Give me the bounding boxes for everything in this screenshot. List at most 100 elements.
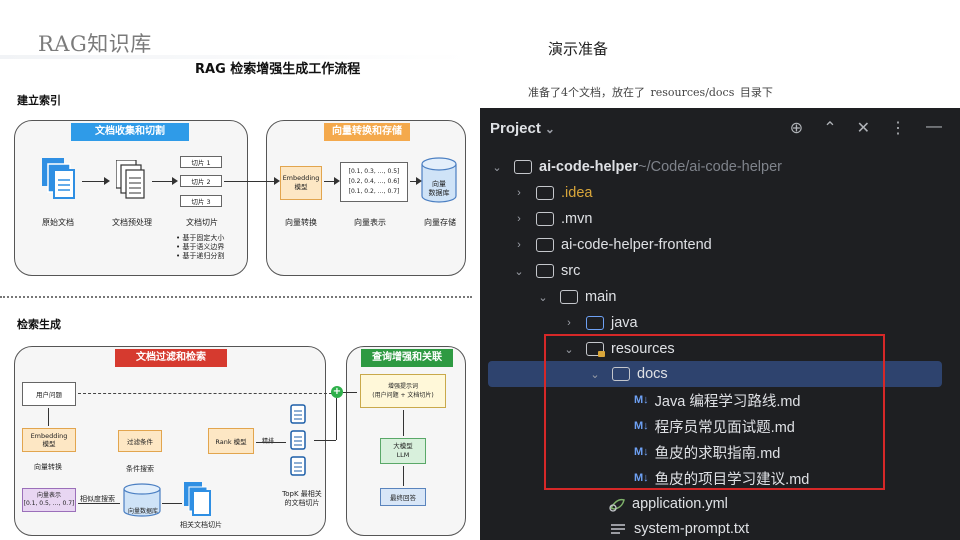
module-folder-icon: [514, 160, 532, 174]
embedding-model-box: Embedding 模型: [280, 166, 322, 200]
hide-icon[interactable]: —: [926, 118, 942, 135]
right-subtitle: 准备了4个文档，放在了 resources/docs 目录下: [528, 86, 773, 99]
filter-condition-box: 过滤条件: [118, 430, 162, 452]
arrow: [256, 442, 286, 443]
tree-label: application.yml: [632, 496, 728, 512]
panel-collect-split-title: 文档收集和切割: [71, 123, 189, 141]
preprocess-document-icon: [116, 160, 145, 199]
tree-row-mvn[interactable]: › .mvn: [480, 206, 960, 232]
project-header[interactable]: Project⌄: [490, 120, 555, 137]
tree-label: docs: [637, 366, 668, 382]
text-file-icon: [611, 524, 625, 534]
tree-label: system-prompt.txt: [634, 521, 750, 537]
vector-store-label: 向量存储: [424, 218, 456, 227]
raw-document-label: 原始文档: [42, 218, 74, 227]
retrieval-embedding-box: Embedding 模型: [22, 428, 76, 452]
similarity-search-label: 相似度搜索: [80, 495, 115, 503]
tree-row-docs[interactable]: ⌄ docs: [488, 361, 942, 387]
arrow: [336, 398, 337, 440]
tree-row-md-file[interactable]: M↓ 鱼皮的项目学习建议.md: [480, 465, 960, 491]
arrowhead: [274, 177, 280, 185]
tree-label: java: [611, 315, 638, 331]
locate-icon[interactable]: ⊕: [789, 120, 804, 137]
retrieval-vector-db-label: 向量数据库: [127, 508, 158, 515]
options-icon[interactable]: ⋮: [890, 120, 906, 137]
tree-row-root[interactable]: ⌄ ai-code-helper ~/Code/ai-code-helper: [480, 154, 960, 180]
arrow: [48, 408, 49, 426]
rank-model-box: Rank 模型: [208, 428, 254, 454]
arrow: [162, 503, 182, 504]
chevron-down-icon[interactable]: ⌄: [590, 368, 600, 381]
tree-label: 程序员常见面试题.md: [654, 419, 795, 436]
chevron-right-icon[interactable]: ›: [517, 187, 521, 199]
arrow: [82, 181, 106, 182]
tree-label: src: [561, 263, 581, 279]
tree-row-idea[interactable]: › .idea: [480, 180, 960, 206]
tree-row-frontend[interactable]: › ai-code-helper-frontend: [480, 232, 960, 258]
tree-label: ai-code-helper-frontend: [561, 237, 712, 253]
related-chunks-label: 相关文档切片: [180, 521, 222, 529]
vector-representation-box: [0.1, 0.3, …, 0.5] [0.2, 0.4, …, 0.6] [0…: [340, 162, 408, 202]
chevron-down-icon[interactable]: ⌄: [538, 291, 548, 304]
arrowhead: [334, 177, 340, 185]
tree-label: resources: [611, 341, 675, 357]
folder-icon: [536, 186, 554, 200]
tree-row-java[interactable]: › java: [480, 310, 960, 336]
embedding-label: 向量转换: [285, 218, 317, 227]
panel-query-augment-title: 查询增强和关联: [361, 349, 453, 367]
yaml-file-icon: [609, 498, 625, 512]
panel-toolbar: ⊕ ⌃ ✕ ⋮ —: [790, 118, 942, 138]
tree-row-yml[interactable]: application.yml: [480, 491, 960, 517]
tree-row-resources[interactable]: ⌄ resources: [480, 336, 960, 362]
vector-db-cylinder-icon: [421, 157, 457, 203]
final-answer-box: 最终回答: [380, 488, 426, 506]
chevron-right-icon[interactable]: ›: [517, 239, 521, 251]
dotted-connector: [78, 393, 332, 394]
section-retrieval-label: 检索生成: [17, 318, 61, 331]
diagram-title: RAG 检索增强生成工作流程: [195, 62, 361, 77]
folder-icon: [612, 367, 630, 381]
arrow: [324, 181, 336, 182]
chevron-right-icon[interactable]: ›: [567, 317, 571, 329]
chevron-down-icon[interactable]: ⌄: [492, 161, 502, 174]
retrieval-embedding-label: 向量转换: [34, 463, 62, 471]
markdown-file-icon: M↓: [634, 394, 649, 406]
tree-row-txt[interactable]: system-prompt.txt: [480, 516, 960, 540]
augmented-prompt-box: 增强提示词 (用户问题 + 文档切片): [360, 374, 446, 408]
chevron-down-icon[interactable]: ⌄: [564, 343, 574, 356]
tree-row-md-file[interactable]: M↓ Java 编程学习路线.md: [480, 387, 960, 413]
chunk-1: 切片 1: [180, 156, 222, 168]
llm-box: 大模型 LLM: [380, 438, 426, 464]
arrow: [410, 181, 418, 182]
chunk-notes: • 基于固定大小 • 基于语义边界 • 基于递归分割: [176, 234, 224, 261]
markdown-file-icon: M↓: [634, 420, 649, 432]
tree-row-main[interactable]: ⌄ main: [480, 284, 960, 310]
resources-folder-icon: [586, 342, 605, 357]
chevron-down-icon[interactable]: ⌄: [544, 122, 555, 136]
arrow: [314, 440, 336, 441]
chunk-note: • 基于递归分割: [176, 252, 225, 260]
tree-row-md-file[interactable]: M↓ 鱼皮的求职指南.md: [480, 439, 960, 465]
chevron-right-icon[interactable]: ›: [517, 213, 521, 225]
chunk-2: 切片 2: [180, 175, 222, 187]
collapse-icon[interactable]: ✕: [856, 120, 870, 137]
expand-icon[interactable]: ⌃: [823, 120, 837, 137]
tree-label: ai-code-helper: [539, 159, 639, 175]
section-separator: [0, 296, 472, 298]
tree-row-src[interactable]: ⌄ src: [480, 258, 960, 284]
tree-label: main: [585, 289, 617, 305]
chunk-note: • 基于语义边界: [176, 243, 225, 251]
chunk-3: 切片 3: [180, 195, 222, 207]
chevron-down-icon[interactable]: ⌄: [514, 265, 524, 278]
tree-label: 鱼皮的求职指南.md: [654, 445, 781, 462]
preprocess-label: 文档预处理: [112, 218, 152, 227]
related-chunks-icon: [184, 482, 211, 516]
retrieval-vector-db-icon: [123, 483, 161, 517]
panel-filter-retrieval-title: 文档过滤和检索: [115, 349, 227, 367]
tree-row-md-file[interactable]: M↓ 程序员常见面试题.md: [480, 413, 960, 439]
chunks-label: 文档切片: [186, 218, 218, 227]
tree-label: Java 编程学习路线.md: [654, 393, 801, 410]
vectors-label: 向量表示: [354, 218, 386, 227]
panel-vector-store-title: 向量转换和存储: [324, 123, 410, 141]
arrowhead: [416, 177, 422, 185]
